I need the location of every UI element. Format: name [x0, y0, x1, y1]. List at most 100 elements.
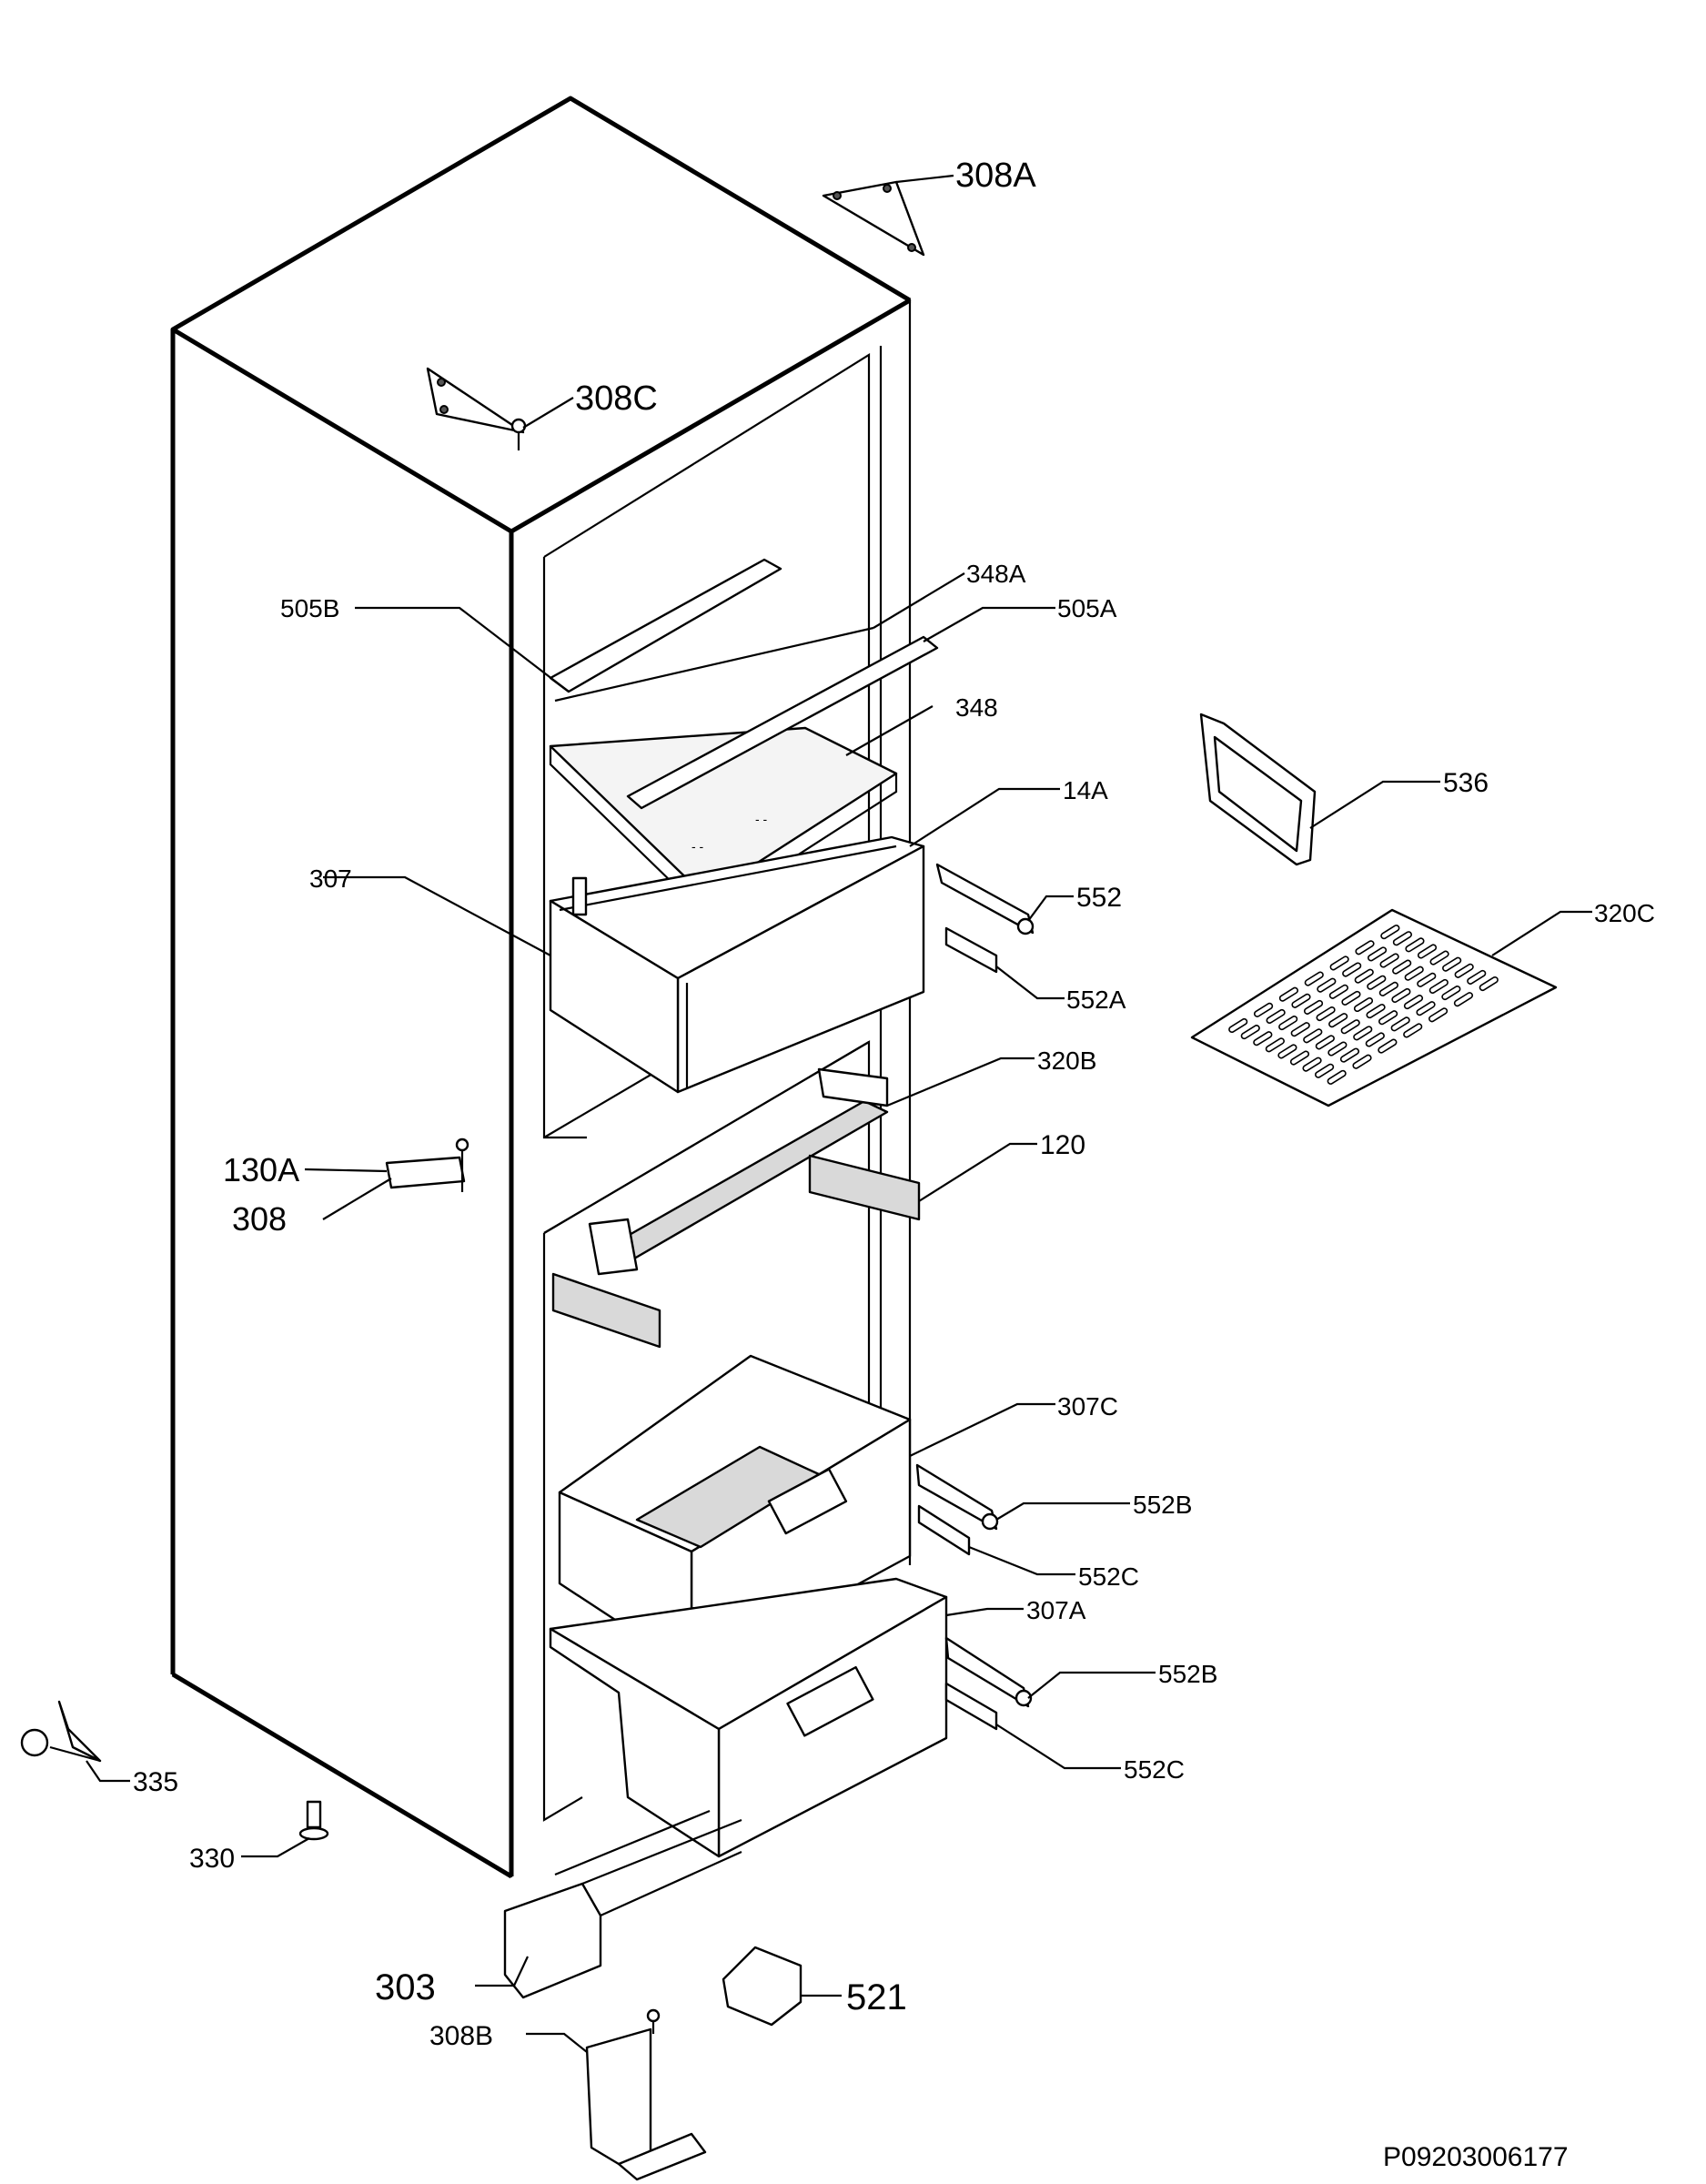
grille-slot [1316, 1006, 1336, 1022]
grille-slot [1417, 972, 1437, 987]
grille-slot [1303, 999, 1324, 1015]
grille-slot [1240, 1025, 1260, 1040]
grille-320c [1190, 908, 1558, 1107]
drawer-slide-552c-upper [917, 1504, 971, 1556]
drawer-slide-552a [944, 926, 998, 974]
grille-slot [1428, 978, 1449, 994]
grille-slot [1378, 1010, 1398, 1026]
label-307: 307 [309, 864, 352, 893]
grille-slot [1353, 1026, 1373, 1041]
label-130a: 130A [223, 1151, 299, 1188]
bottle-rack-536 [1199, 713, 1317, 866]
label-320c: 320C [1594, 899, 1655, 927]
drawer-slide-552b-upper [915, 1463, 999, 1531]
label-348a: 348A [966, 560, 1026, 588]
grille-slot [1315, 1063, 1335, 1078]
label-505a: 505A [1057, 594, 1117, 622]
freezer-drawer-307a [549, 1577, 948, 1858]
middle-hinge-130a [385, 1138, 469, 1192]
grille-slot [1277, 1044, 1297, 1059]
grille-slot [1352, 1054, 1372, 1069]
grille-slot [1290, 1022, 1310, 1037]
cabinet-body [170, 96, 912, 1879]
label-308c: 308C [575, 379, 658, 418]
grille-slot [1428, 1007, 1449, 1023]
grille-slot [1379, 953, 1399, 968]
label-14a: 14A [1063, 776, 1108, 804]
plinth-303 [503, 1809, 742, 1999]
grille-slot [1392, 959, 1412, 975]
grille-slot [1441, 986, 1461, 1001]
label-303: 303 [375, 1967, 436, 2007]
grille-slot [1327, 1069, 1347, 1085]
grille-slot [1342, 962, 1362, 977]
drawer-slide-552 [935, 863, 1035, 935]
grille-slot [1328, 1013, 1348, 1028]
label-307c: 307C [1057, 1392, 1118, 1421]
drawer-14a [549, 835, 925, 1094]
grille-slot [1454, 963, 1474, 978]
label-320b: 320B [1037, 1046, 1096, 1075]
grille-slot [1265, 1037, 1285, 1053]
grille-slot [1467, 969, 1487, 985]
grille-slot [1278, 1016, 1298, 1031]
label-552c-1: 552C [1078, 1562, 1139, 1591]
grille-slot [1453, 992, 1474, 1007]
label-120: 120 [1040, 1130, 1085, 1160]
plinth-bracket-521 [722, 1946, 803, 2027]
bottom-hinge-335 [20, 1700, 102, 1763]
adjustable-foot-330 [298, 1800, 329, 1841]
grille-slot [1378, 1038, 1398, 1054]
svg-text:- -: - - [691, 839, 704, 854]
grille-slot [1253, 1002, 1274, 1017]
label-552: 552 [1076, 883, 1122, 913]
grille-slot [1253, 1031, 1273, 1046]
grille-slot [1403, 1023, 1423, 1038]
part-labels: 308A 308C 348A 505B 505A 348 14A 536 307… [133, 157, 1655, 2172]
grille-slot [1479, 976, 1499, 992]
label-307a: 307A [1026, 1596, 1086, 1624]
label-552a: 552A [1066, 986, 1126, 1014]
grille-slot [1341, 990, 1361, 1006]
grille-slot [1429, 950, 1449, 966]
glass-shelf-348: - - - - - - [549, 558, 939, 916]
grille-slot [1392, 931, 1412, 946]
grille-slot [1416, 1001, 1436, 1016]
drawer-slide-552b-lower [944, 1636, 1033, 1708]
grille-slot [1304, 971, 1324, 986]
label-552b-2: 552B [1158, 1660, 1217, 1688]
grille-slot [1339, 1047, 1360, 1063]
hinge-plate-308a [822, 180, 925, 257]
label-308b: 308B [429, 2021, 493, 2051]
grille-slot [1315, 1035, 1335, 1050]
grille-slot [1354, 968, 1374, 984]
label-552c-2: 552C [1124, 1755, 1185, 1784]
grille-slot [1327, 1041, 1348, 1057]
grille-slot [1303, 1028, 1323, 1044]
grille-slot [1442, 956, 1462, 972]
label-552b-1: 552B [1133, 1491, 1192, 1519]
label-505b: 505B [280, 594, 339, 622]
grille-slot [1366, 1004, 1386, 1019]
grille-slot [1403, 995, 1424, 1010]
label-330: 330 [189, 1844, 235, 1874]
grille-slot [1367, 975, 1387, 990]
label-348: 348 [955, 693, 998, 722]
grille-slot [1367, 946, 1388, 962]
grille-slot [1391, 987, 1411, 1004]
grille-slot [1378, 981, 1398, 996]
label-521: 521 [846, 1977, 907, 2017]
grille-slot [1340, 1019, 1360, 1035]
grille-slot [1353, 996, 1374, 1013]
drawing-code: P09203006177 [1383, 2142, 1569, 2172]
leader-lines [86, 174, 1592, 2053]
grille-slot [1328, 984, 1348, 999]
drawer-slide-552c-lower [944, 1682, 998, 1731]
grille-slot [1317, 977, 1337, 993]
grille-slot [1302, 1057, 1322, 1072]
grille-slot [1289, 1050, 1310, 1066]
grille-slot [1380, 925, 1400, 940]
svg-text:- -: - - [755, 812, 768, 826]
grille-slot [1404, 966, 1424, 981]
